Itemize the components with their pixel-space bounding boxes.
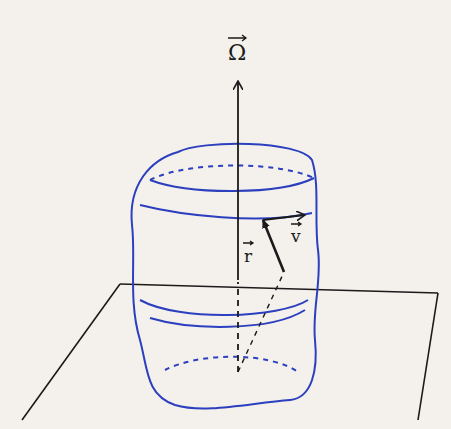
vector-overbars: [228, 35, 301, 245]
position-vector: [238, 220, 284, 372]
r-label: r: [244, 248, 252, 265]
velocity-vector: [263, 215, 304, 220]
omega-label: Ω: [228, 42, 246, 64]
rotation-axis: [237, 82, 239, 372]
v-label: v: [291, 228, 301, 245]
body-outline: [132, 144, 319, 409]
plane: [22, 284, 438, 420]
